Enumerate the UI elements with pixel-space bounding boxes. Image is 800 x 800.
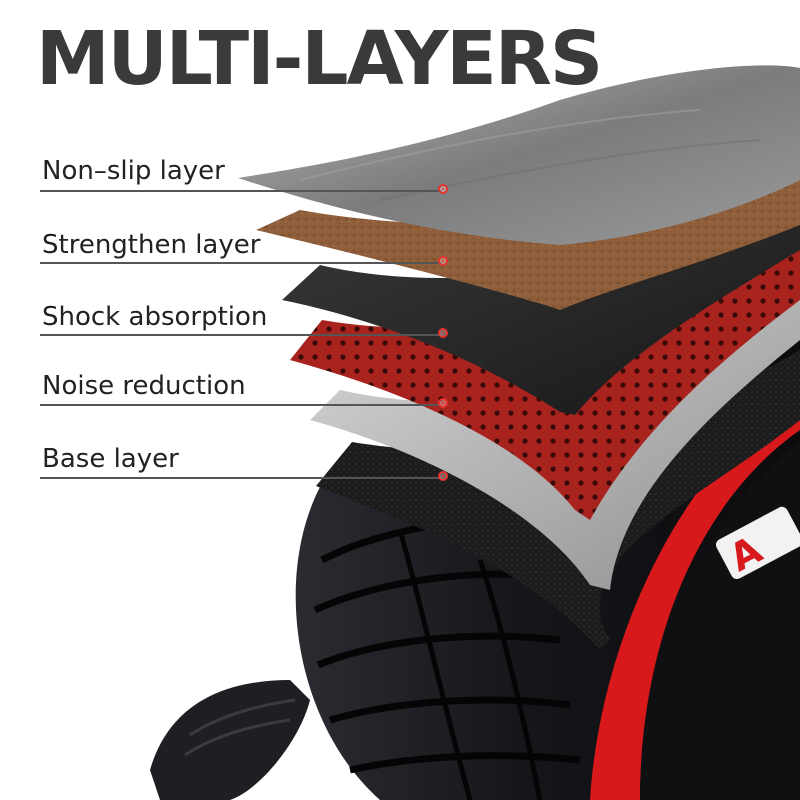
label-base-layer: Base layer (42, 444, 179, 474)
leader-line-base (40, 477, 442, 479)
marker-dot-shock (438, 328, 448, 338)
label-non-slip-layer: Non–slip layer (42, 156, 225, 186)
knee-pad (150, 680, 310, 800)
marker-dot-strengthen (438, 256, 448, 266)
label-noise-reduction: Noise reduction (42, 371, 246, 401)
marker-dot-noise (438, 398, 448, 408)
leader-line-non-slip (40, 190, 442, 192)
marker-dot-non-slip (438, 184, 448, 194)
label-shock-absorption: Shock absorption (42, 302, 268, 332)
leader-line-shock (40, 334, 442, 336)
headline: MULTI-LAYERS (36, 16, 603, 102)
marker-dot-base (438, 471, 448, 481)
leader-line-strengthen (40, 262, 442, 264)
label-strengthen-layer: Strengthen layer (42, 230, 261, 260)
wheel-rim (590, 390, 800, 800)
leader-line-noise (40, 404, 442, 406)
